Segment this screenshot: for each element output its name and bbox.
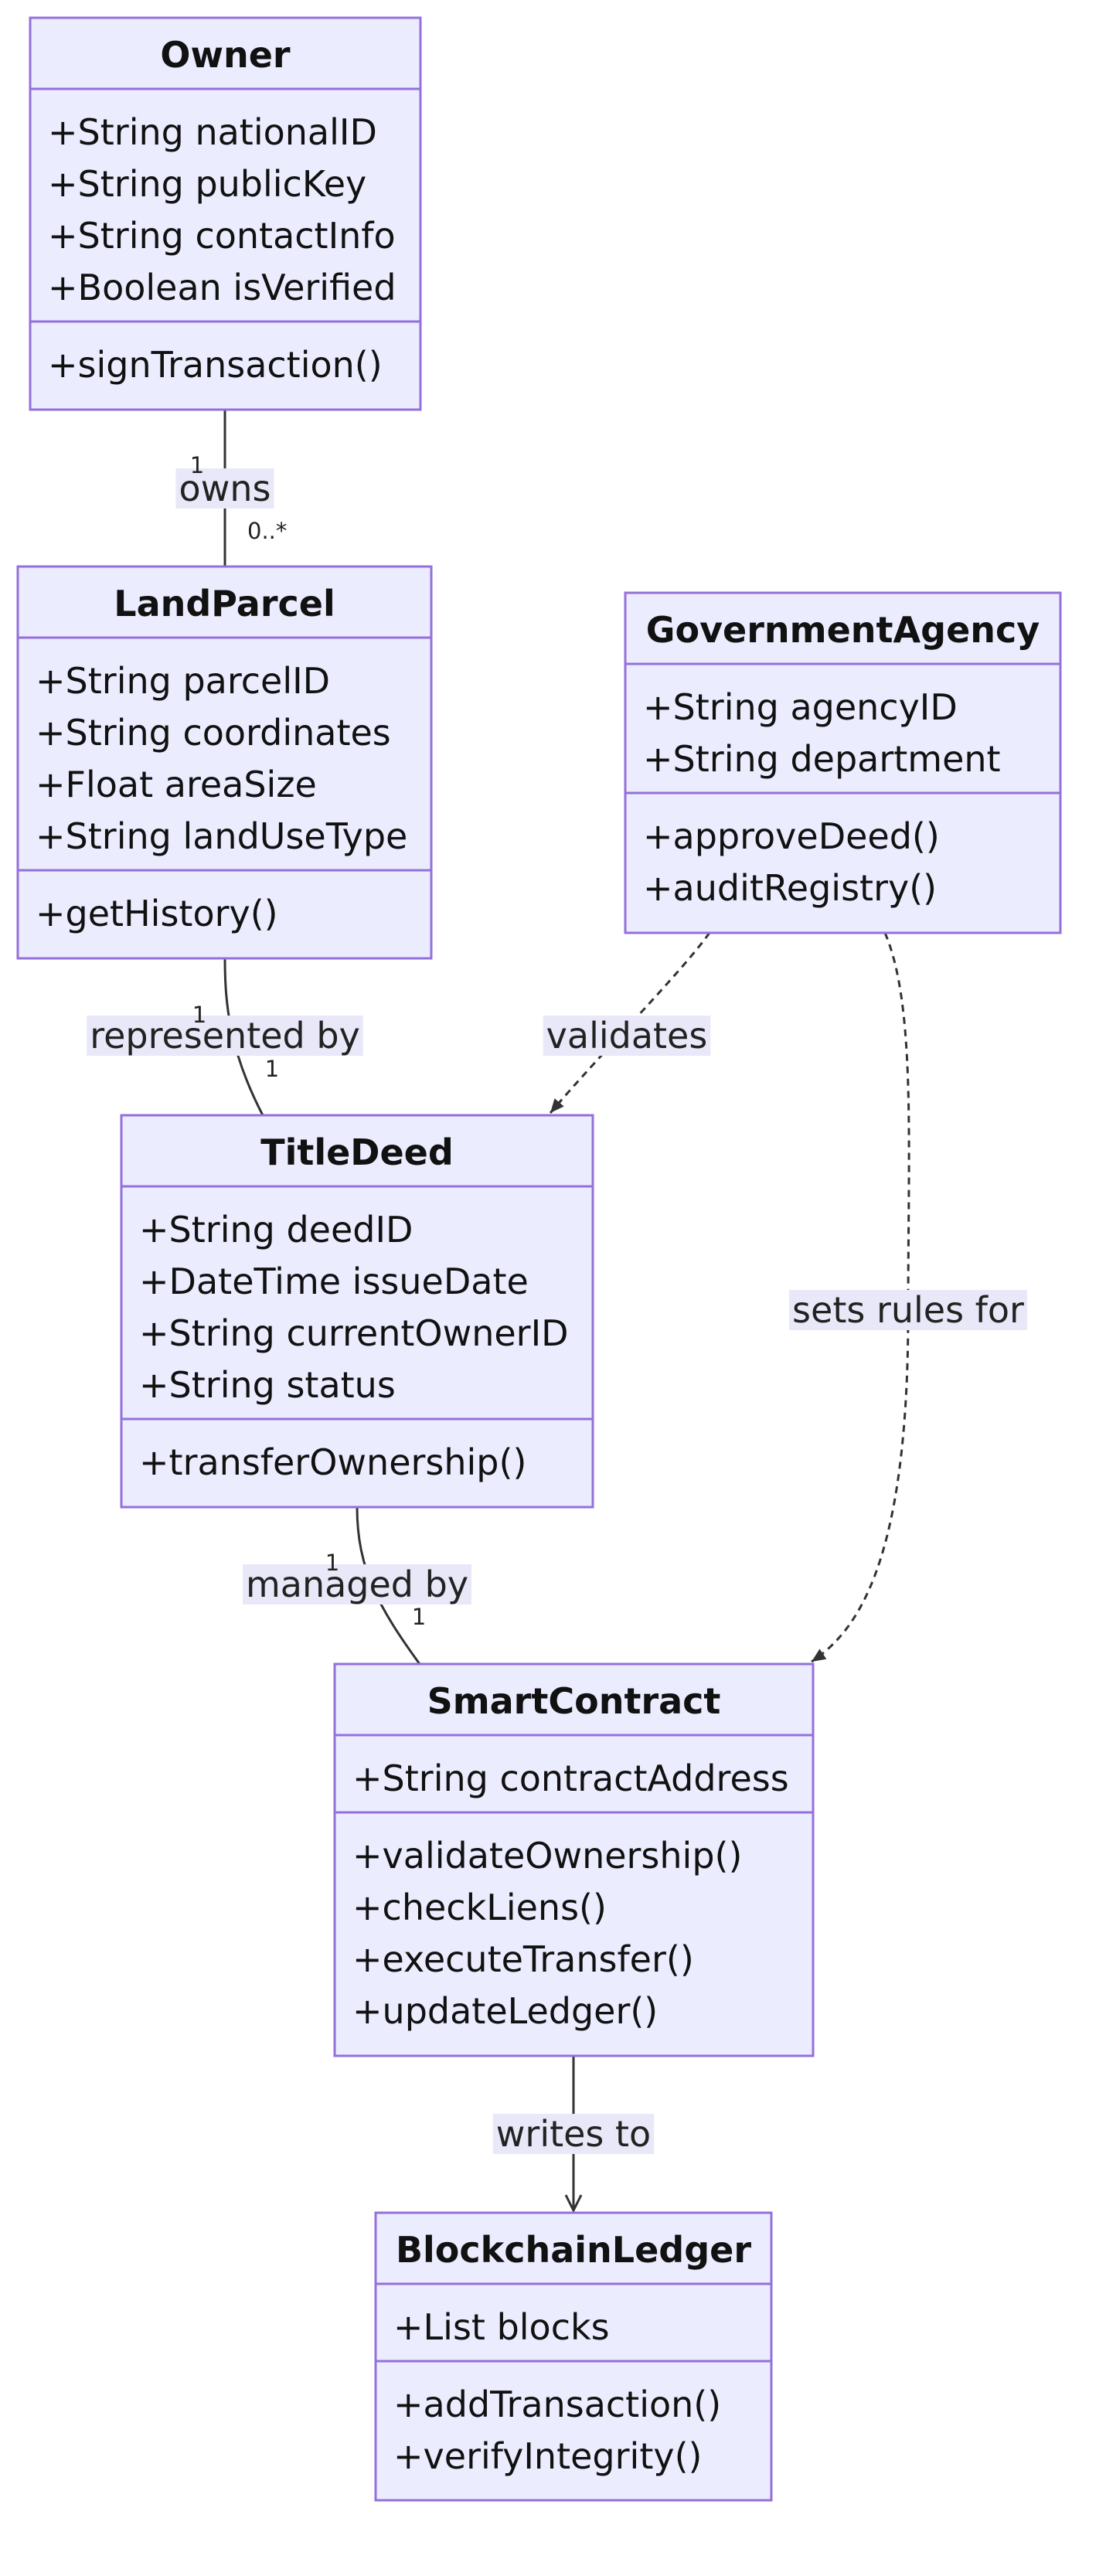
class-name: TitleDeed (260, 1131, 454, 1173)
class-attribute: +Float areaSize (36, 764, 317, 805)
relation-label: managed by (246, 1564, 468, 1605)
relation-label: owns (179, 468, 271, 509)
relation-label: sets rules for (792, 1289, 1024, 1331)
label-background (175, 468, 274, 509)
class-governmentagency[interactable]: GovernmentAgency +String agencyID +String … (624, 591, 1062, 934)
classes-layer: Owner +String nationalID +String publicKey… (16, 16, 1062, 2502)
class-smartcontract[interactable]: SmartContract +String contractAddress +val… (333, 1662, 815, 2057)
cardinality-source: 1 (190, 452, 204, 478)
class-box (624, 591, 1062, 934)
class-attribute: +String contractAddress (352, 1758, 789, 1799)
class-method: +validateOwnership() (352, 1835, 742, 1877)
relation-label-managed-by: managed by (242, 1564, 472, 1605)
class-landparcel[interactable]: LandParcel +String parcelID +String coordi… (16, 565, 433, 960)
class-method: +executeTransfer() (352, 1938, 694, 1980)
class-method: +updateLedger() (352, 1990, 658, 2032)
class-method: +signTransaction() (48, 344, 383, 386)
cardinality-target: 1 (265, 1056, 279, 1082)
class-method: +getHistory() (36, 893, 278, 934)
cardinality-source: 1 (192, 1002, 206, 1028)
label-background (543, 1016, 711, 1056)
class-method: +approveDeed() (643, 815, 940, 857)
relation-label-owns: owns (175, 468, 274, 509)
relation-label: writes to (496, 2113, 651, 2155)
label-background (789, 1290, 1028, 1330)
class-name: SmartContract (427, 1680, 721, 1722)
class-name: GovernmentAgency (646, 609, 1040, 651)
class-attribute: +String currentOwnerID (139, 1312, 569, 1354)
label-background (242, 1564, 472, 1604)
class-name: BlockchainLedger (396, 2229, 751, 2271)
class-attribute: +String contactInfo (48, 215, 396, 257)
relation-label-represented-by: represented by (87, 1015, 363, 1057)
relation-label-sets-rules-for: sets rules for (789, 1289, 1028, 1331)
class-name: Owner (160, 34, 291, 76)
class-attribute: +String status (139, 1364, 396, 1406)
cardinality-target: 0..* (247, 518, 287, 544)
class-attribute: +String department (643, 738, 1001, 780)
class-box (120, 1114, 594, 1509)
class-attribute: +String parcelID (36, 660, 330, 702)
class-attribute: +String landUseType (36, 815, 407, 857)
class-method: +verifyIntegrity() (393, 2435, 702, 2477)
class-name: LandParcel (114, 583, 335, 624)
class-attribute: +Boolean isVerified (48, 267, 396, 308)
class-box (333, 1662, 815, 2057)
class-box (16, 565, 433, 960)
class-box (374, 2211, 773, 2502)
class-attribute: +List blocks (393, 2306, 610, 2348)
relation-label: represented by (90, 1015, 360, 1057)
class-method: +auditRegistry() (643, 867, 937, 909)
relation-label: validates (546, 1015, 708, 1057)
relation-label-writes-to: writes to (492, 2113, 655, 2155)
class-method: +checkLiens() (352, 1887, 607, 1928)
class-attribute: +String agencyID (643, 686, 958, 728)
class-attribute: +String nationalID (48, 111, 377, 153)
class-attribute: +String coordinates (36, 712, 391, 754)
class-method: +transferOwnership() (139, 1441, 526, 1483)
class-box (29, 16, 422, 411)
label-background (492, 2114, 655, 2154)
cardinality-target: 1 (412, 1604, 426, 1630)
cardinality-source: 1 (325, 1550, 339, 1576)
relation-label-validates: validates (543, 1015, 711, 1057)
class-attribute: +DateTime issueDate (139, 1261, 529, 1302)
class-blockchainledger[interactable]: BlockchainLedger +List blocks +addTransact… (374, 2211, 773, 2502)
class-owner[interactable]: Owner +String nationalID +String publicKey… (29, 16, 422, 411)
class-method: +addTransaction() (393, 2384, 721, 2425)
class-titledeed[interactable]: TitleDeed +String deedID +DateTime issueDa… (120, 1114, 594, 1509)
label-background (87, 1016, 363, 1056)
class-attribute: +String publicKey (48, 163, 366, 205)
class-attribute: +String deedID (139, 1209, 413, 1251)
